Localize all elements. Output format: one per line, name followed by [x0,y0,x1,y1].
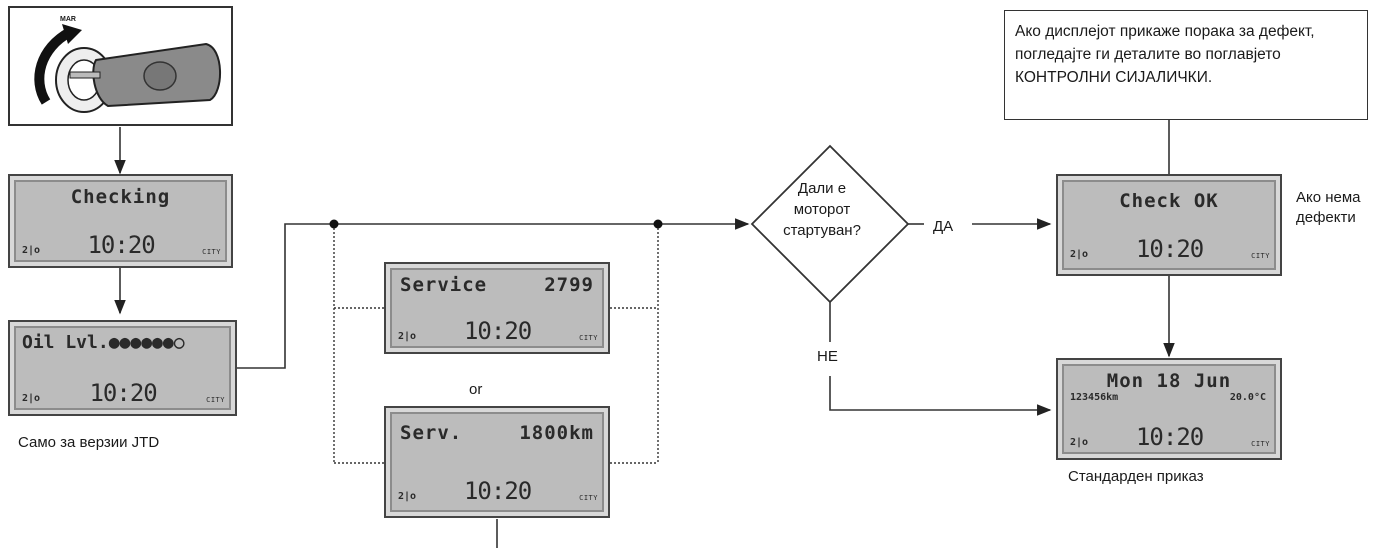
drive-mode: CITY [579,494,598,502]
no-faults-label: Ако нема дефекти [1296,189,1361,226]
caption-standard-view: Стандарден приказ [1068,468,1204,485]
lcd-text-right: 1800km [519,422,594,444]
no-label: НЕ [817,348,838,365]
drive-mode: CITY [206,396,225,404]
clock: 10:20 [463,317,532,345]
gear-indicator: 2|o [22,393,41,404]
decision-text: Дали е моторот стартуван? [783,180,861,239]
lcd-text: Checking [70,186,171,208]
ignition-key-illustration: MAR [8,6,233,126]
clock: 10:20 [89,379,157,407]
mar-label: MAR [60,16,76,23]
clock: 10:20 [463,477,532,505]
fault-note-box: Ако дисплејот прикаже порака за дефект, … [1004,10,1368,120]
gear-indicator: 2|o [1070,249,1089,260]
lcd-date: Mon 18 Jun [1106,370,1232,392]
clock: 10:20 [1135,423,1204,451]
gear-indicator: 2|o [1070,437,1089,448]
clock: 10:20 [1135,235,1204,263]
lcd-text-right: 2799 [544,274,594,296]
lcd-checking: Checking 2|o 10:20 CITY [8,174,233,268]
or-label: or [469,381,483,398]
clock: 10:20 [87,231,155,259]
junction-dot-left [329,219,339,229]
drive-mode: CITY [1251,440,1270,448]
drive-mode: CITY [1251,252,1270,260]
yes-label: ДА [933,218,954,235]
caption-jtd-only: Само за верзии JTD [18,434,160,451]
lcd-text: Oil Lvl.●●●●●●○ [22,332,185,353]
key-icon [34,24,222,113]
gear-indicator: 2|o [398,331,417,342]
line-oil-to-bus [236,223,334,369]
lcd-text-left: Service [400,274,488,296]
junction-dot-right [653,219,663,229]
temperature: 20.0°C [1229,392,1266,403]
arrow-no-to-standard [829,376,1052,416]
drive-mode: CITY [579,334,598,342]
lcd-check-ok: Check OK 2|o 10:20 CITY [1056,174,1282,276]
lcd-service: Service 2799 2|o 10:20 CITY [384,262,610,354]
odometer: 123456km [1070,392,1119,403]
gear-indicator: 2|o [398,491,417,502]
lcd-standard: Mon 18 Jun 123456km 20.0°C 2|o 10:20 CIT… [1056,358,1282,460]
lcd-service-km: Serv. 1800km 2|o 10:20 CITY [384,406,610,518]
drive-mode: CITY [202,248,221,256]
lcd-oil-level: Oil Lvl.●●●●●●○ 2|o 10:20 CITY [8,320,237,416]
lcd-text-left: Serv. [400,422,463,444]
lcd-text: Check OK [1119,190,1219,212]
decision-diamond [750,144,910,304]
gear-indicator: 2|o [22,245,41,256]
